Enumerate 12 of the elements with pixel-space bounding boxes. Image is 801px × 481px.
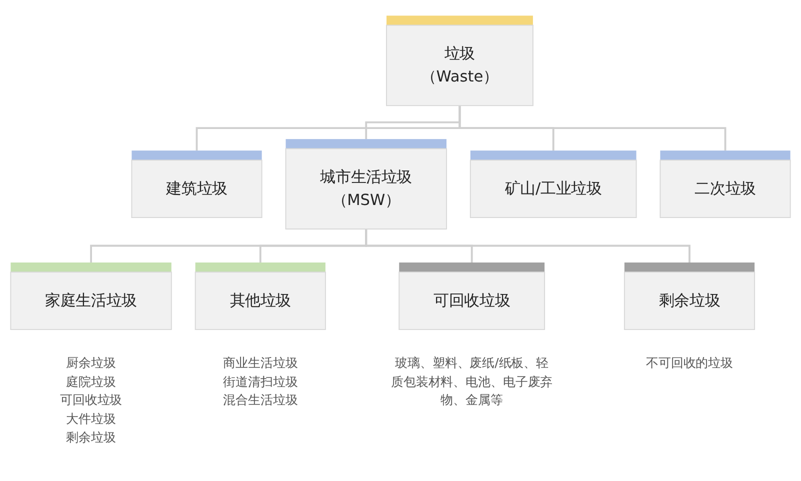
connector [458, 106, 726, 151]
node-label: 玻璃、塑料、废纸/纸板、轻质包装材料、电池、电子废弃物、金属等 [390, 356, 553, 408]
node-label: 剩余垃圾 [66, 431, 116, 446]
node-label: 大件垃圾 [66, 412, 116, 427]
node-label: 商业生活垃圾 [223, 356, 298, 371]
node-label: 可回收垃圾 [60, 394, 122, 408]
node-label: 混合生活垃圾 [223, 394, 298, 408]
connector [365, 229, 690, 263]
node-label: 街道清扫垃圾 [223, 375, 298, 390]
node-label: 不可回收的垃圾 [646, 356, 734, 371]
node-label: 庭院垃圾 [66, 375, 116, 390]
node-label: 厨余垃圾 [66, 356, 116, 371]
